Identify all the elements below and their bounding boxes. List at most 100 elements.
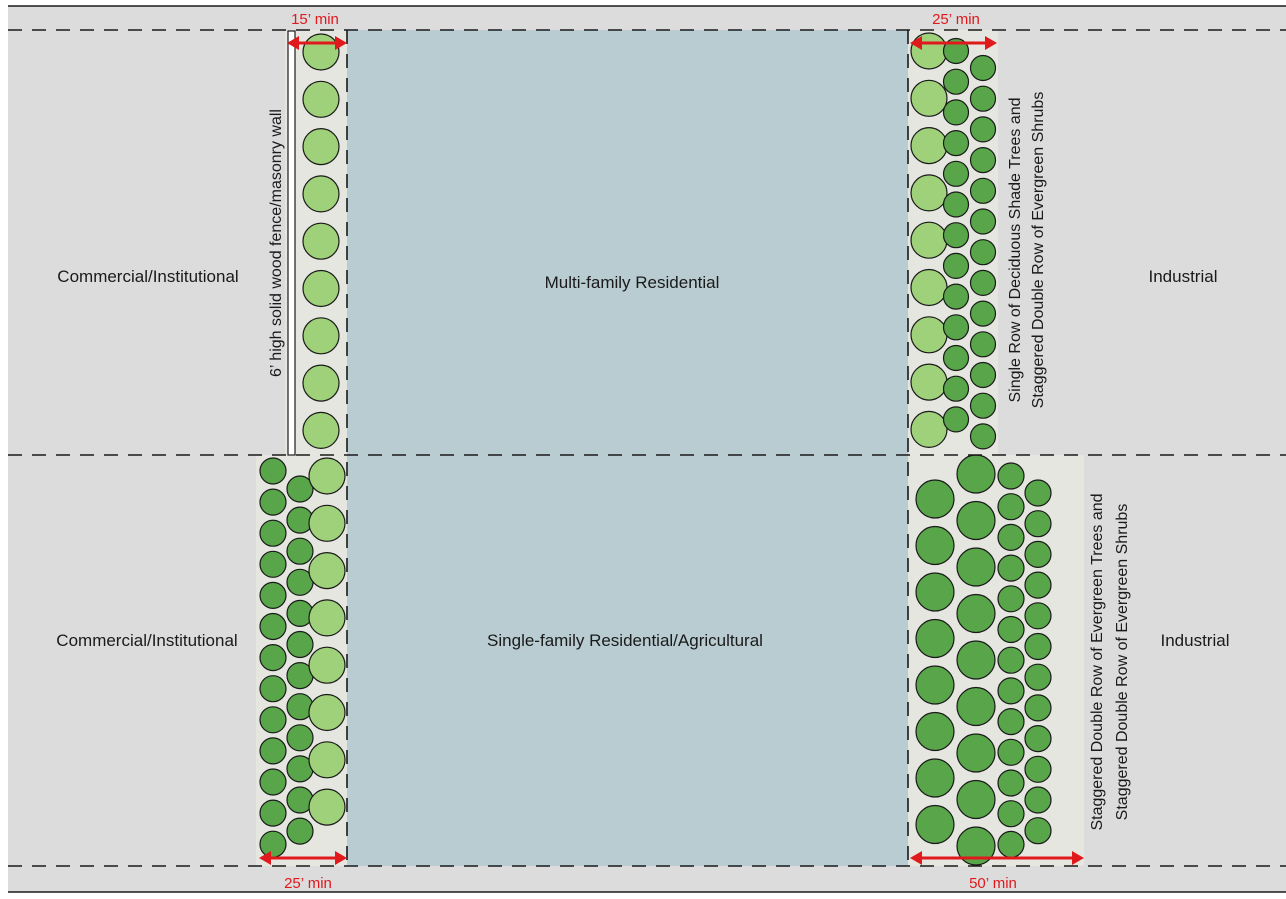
evergreen-tree-icon — [956, 547, 996, 587]
evergreen-tree-icon — [915, 479, 955, 519]
evergreen-shrub-icon — [1024, 694, 1052, 722]
evergreen-shrub-icon — [969, 208, 997, 235]
evergreen-tree-icon — [956, 826, 996, 866]
deciduous-tree-icon — [308, 551, 346, 590]
deciduous-tree-icon — [302, 128, 340, 166]
evergreen-shrub-icon — [969, 361, 997, 389]
zone-label-top-left: Commercial/Institutional — [57, 267, 238, 286]
evergreen-shrub-icon — [1024, 755, 1052, 783]
evergreen-shrub-icon — [969, 300, 997, 327]
evergreen-tree-icon — [915, 804, 955, 845]
evergreen-shrub-icon — [942, 314, 970, 341]
deciduous-tree-icon — [910, 410, 948, 448]
evergreen-shrub-icon — [1024, 786, 1052, 814]
evergreen-shrub-icon — [259, 643, 287, 672]
evergreen-shrub-icon — [997, 677, 1025, 705]
evergreen-shrub-icon — [997, 800, 1025, 828]
zone-label-top-right: Industrial — [1149, 267, 1218, 286]
evergreen-tree-icon — [956, 640, 996, 680]
evergreen-shrub-icon — [1024, 724, 1052, 753]
fence-note: 6’ high solid wood fence/masonry wall — [268, 109, 285, 377]
evergreen-shrub-icon — [1024, 602, 1052, 630]
evergreen-shrub-icon — [997, 738, 1025, 766]
evergreen-shrub-icon — [969, 147, 997, 174]
evergreen-shrub-icon — [942, 68, 970, 95]
deciduous-tree-icon — [910, 79, 948, 117]
deciduous-tree-icon — [308, 741, 346, 779]
evergreen-tree-icon — [915, 665, 955, 705]
evergreen-shrub-icon — [286, 537, 314, 565]
evergreen-shrub-icon — [286, 630, 314, 659]
deciduous-tree-icon — [910, 127, 948, 165]
evergreen-shrub-icon — [286, 817, 314, 845]
multi-family-residential-zone — [347, 30, 908, 455]
evergreen-shrub-icon — [1024, 571, 1052, 599]
evergreen-shrub-icon — [259, 519, 287, 547]
evergreen-shrub-icon — [969, 54, 997, 82]
evergreen-shrub-icon — [997, 493, 1025, 521]
evergreen-shrub-icon — [286, 724, 314, 752]
evergreen-shrub-icon — [942, 99, 970, 126]
deciduous-tree-icon — [910, 221, 948, 259]
evergreen-shrub-icon — [942, 37, 970, 65]
dimension-label-bottom-left: 25’ min — [284, 875, 332, 892]
bottom-right-note-line2: Staggered Double Row of Evergreen Shrubs — [1114, 504, 1131, 821]
deciduous-tree-icon — [302, 364, 340, 402]
evergreen-shrub-icon — [997, 707, 1025, 736]
top-right-note-line2: Staggered Double Row of Evergreen Shrubs — [1030, 92, 1047, 409]
evergreen-shrub-icon — [969, 269, 997, 296]
deciduous-tree-icon — [910, 32, 948, 70]
evergreen-shrub-icon — [969, 239, 997, 266]
deciduous-tree-icon — [910, 174, 948, 212]
evergreen-shrub-icon — [1024, 510, 1052, 538]
deciduous-tree-icon — [302, 33, 340, 71]
evergreen-shrub-icon — [1024, 632, 1052, 661]
evergreen-tree-icon — [956, 454, 996, 494]
evergreen-shrub-icon — [969, 331, 997, 358]
dimension-arrows — [259, 36, 1084, 865]
top-right-note-line1: Single Row of Deciduous Shade Trees and — [1007, 97, 1024, 402]
evergreen-shrub-icon — [942, 222, 970, 249]
evergreen-tree-icon — [915, 525, 955, 566]
zone-label-bottom-left: Commercial/Institutional — [56, 631, 237, 650]
evergreen-shrub-icon — [942, 344, 970, 372]
evergreen-shrub-icon — [259, 675, 287, 703]
evergreen-shrub-icon — [969, 392, 997, 419]
evergreen-shrub-icon — [997, 615, 1025, 644]
evergreen-shrub-icon — [259, 550, 287, 578]
evergreen-tree-icon — [915, 618, 955, 659]
dimension-arrow-top-right — [910, 36, 997, 50]
dimension-label-top-left: 15’ min — [291, 11, 339, 28]
evergreen-shrub-icon — [942, 191, 970, 218]
evergreen-tree-icon — [956, 500, 996, 541]
evergreen-shrub-icon — [942, 252, 970, 279]
deciduous-tree-icon — [910, 268, 948, 307]
dimension-label-top-right: 25’ min — [932, 11, 980, 28]
deciduous-tree-icon — [308, 693, 346, 732]
evergreen-shrub-icon — [259, 612, 287, 641]
single-family-residential-zone — [347, 455, 908, 866]
evergreen-shrub-icon — [997, 769, 1025, 797]
deciduous-tree-icon — [302, 175, 340, 213]
evergreen-shrub-icon — [997, 646, 1025, 674]
evergreen-shrub-icon — [1024, 540, 1052, 569]
deciduous-tree-icon — [308, 504, 346, 542]
deciduous-tree-icon — [308, 788, 346, 826]
evergreen-shrub-icon — [286, 475, 314, 503]
evergreen-shrub-icon — [969, 423, 997, 450]
evergreen-shrub-icon — [942, 283, 970, 310]
evergreen-shrub-icon — [997, 554, 1025, 582]
evergreen-shrub-icon — [997, 585, 1025, 613]
evergreen-shrub-icon — [942, 375, 970, 402]
fence-wall — [287, 30, 296, 456]
evergreen-shrub-icon — [997, 462, 1025, 490]
evergreen-shrub-icon — [259, 830, 287, 858]
deciduous-tree-icon — [308, 646, 346, 684]
deciduous-tree-icon — [302, 317, 340, 355]
deciduous-tree-icon — [302, 269, 340, 308]
deciduous-tree-icon — [302, 411, 340, 449]
evergreen-shrub-icon — [942, 406, 970, 433]
evergreen-shrub-icon — [969, 177, 997, 204]
evergreen-shrub-icon — [259, 457, 287, 485]
